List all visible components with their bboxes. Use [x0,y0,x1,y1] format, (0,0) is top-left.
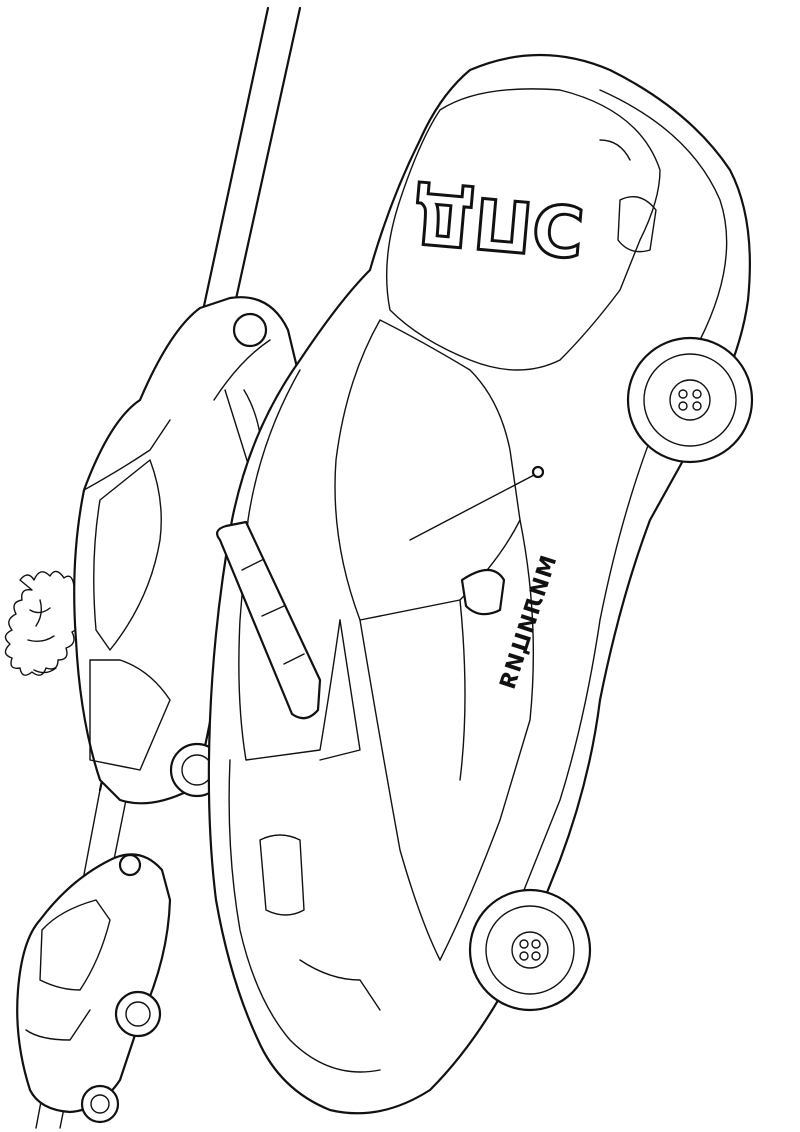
police-car: ДПС МИЛИЦИЯ [207,53,754,1115]
bush [4,570,82,676]
front-wheel [468,888,592,1012]
background-car-small [16,853,172,1124]
roof-marking: ДПС [409,176,588,273]
light-bar [216,520,322,720]
rear-wheel [626,336,754,464]
